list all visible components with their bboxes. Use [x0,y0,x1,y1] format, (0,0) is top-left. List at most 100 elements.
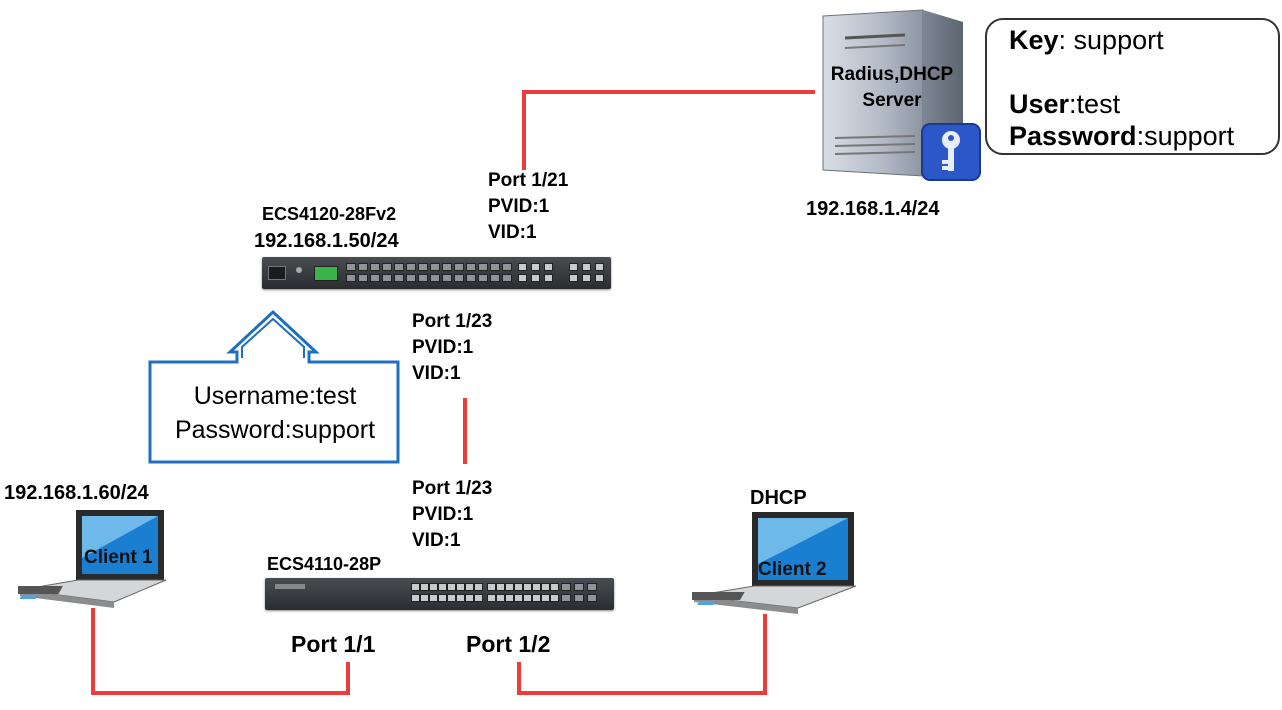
poe-port [505,594,514,602]
poe-port [465,594,474,602]
poe-port [438,583,447,591]
core-uplink-pvid: PVID:1 [488,196,550,217]
poe-port [496,583,505,591]
poe-port [411,594,420,602]
sfp-port [346,263,356,271]
access-switch-model: ECS4110-28P [267,554,382,574]
poe-port [429,594,438,602]
uplink-port [587,594,597,602]
core-switch-model: ECS4120-28Fv2 [262,204,397,224]
poe-port [456,583,465,591]
auth-callout-arrow-inner [241,317,305,358]
uplink-port [587,583,597,591]
sfp-port [370,274,380,282]
poe-port [456,594,465,602]
uplink-port [561,583,571,591]
access-switch [265,578,614,610]
rj45-port [569,263,578,271]
rj45-port [531,263,540,271]
poe-port [474,583,483,591]
poe-port [523,594,532,602]
poe-port [447,583,456,591]
sfp-port [490,263,500,271]
client2-label: Client 2 [758,559,827,580]
user-label: User [1009,89,1070,119]
rj45-port [582,263,591,271]
sfp-port [346,274,356,282]
poe-port [541,594,550,602]
sfp-port [478,263,488,271]
access-port-client1: Port 1/1 [291,631,376,657]
core-switch-ip: 192.168.1.50/24 [254,230,399,252]
poe-port [550,583,559,591]
core-downlink-port-info: Port 1/23 PVID:1 VID:1 [412,309,492,387]
client1-laptop-icon [8,508,168,615]
sfp-port [418,263,428,271]
sfp-port [442,263,452,271]
password-value: :support [1136,121,1235,151]
key-icon [920,122,982,182]
poe-port [465,583,474,591]
sfp-port [466,263,476,271]
access-uplink-port: Port 1/23 [412,478,493,499]
rj45-port [595,263,604,271]
access-uplink-pvid: PVID:1 [412,504,474,525]
uplink-port [574,594,584,602]
rj45-port [518,263,527,271]
password-label: Password [1009,121,1137,151]
client1-label: Client 1 [84,547,153,568]
link-client2 [517,614,767,695]
rj45-port [595,274,604,282]
core-uplink-port-info: Port 1/21 PVID:1 VID:1 [488,168,568,246]
rj45-port [518,274,527,282]
sfp-port [358,274,368,282]
auth-username: Username:test [193,382,357,410]
rj45-port [544,274,553,282]
credentials-note: Key: support User:test Password:support [985,18,1280,155]
user-value: :test [1069,89,1121,119]
poe-port [487,583,496,591]
access-uplink-vid: VID:1 [412,530,461,551]
link-client1 [91,608,350,695]
core-uplink-port: Port 1/21 [488,170,569,191]
auth-callout: Username:test Password:support [152,364,398,460]
sfp-port [430,263,440,271]
uplink-port [561,594,571,602]
key-label: Key [1009,25,1059,55]
sfp-port [394,263,404,271]
access-port-client2: Port 1/2 [466,631,551,657]
sfp-port [454,274,464,282]
poe-port [429,583,438,591]
poe-port [505,583,514,591]
core-downlink-vid: VID:1 [412,363,461,384]
sfp-port [502,263,512,271]
poe-port [496,594,505,602]
poe-port [411,583,420,591]
client2-mode: DHCP [750,487,807,509]
sfp-port [478,274,488,282]
poe-port [514,583,523,591]
sfp-port [466,274,476,282]
rj45-port [531,274,540,282]
key-value: : support [1058,25,1164,55]
sfp-port [370,263,380,271]
sfp-port [418,274,428,282]
poe-port [420,594,429,602]
poe-port [550,594,559,602]
link-server-core [522,90,815,170]
sfp-port [406,263,416,271]
sfp-port [406,274,416,282]
core-downlink-pvid: PVID:1 [412,337,474,358]
sfp-port [394,274,404,282]
sfp-port [454,263,464,271]
sfp-port [382,274,392,282]
sfp-port [358,263,368,271]
client1-ip: 192.168.1.60/24 [4,482,149,504]
poe-port [532,583,541,591]
sfp-port [382,263,392,271]
sfp-port [430,274,440,282]
auth-password: Password:support [174,416,376,444]
core-uplink-vid: VID:1 [488,222,537,243]
rj45-port [569,274,578,282]
rj45-port [544,263,553,271]
